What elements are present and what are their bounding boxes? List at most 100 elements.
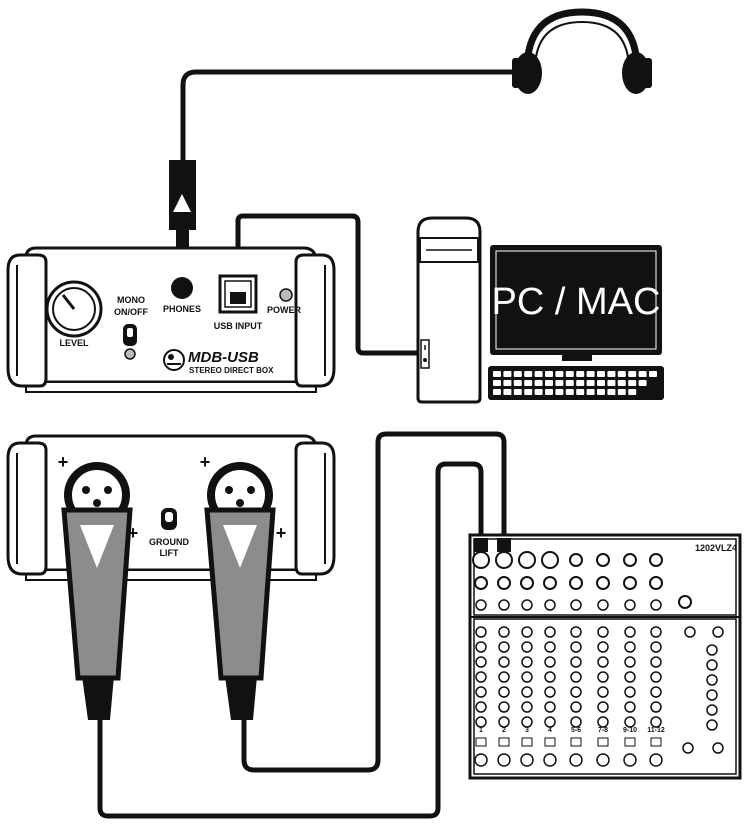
- mixer-line-jack-icon: [596, 576, 610, 590]
- keyboard-key: [607, 371, 616, 377]
- keyboard-key: [565, 380, 574, 386]
- keyboard-key: [503, 389, 512, 395]
- mixer-line-jack-icon: [520, 576, 534, 590]
- mixer-gain-knob-icon: [650, 599, 662, 611]
- mixer-channel-knob-icon: [597, 716, 609, 728]
- mixer-channel-knob-icon: [650, 671, 662, 683]
- power-label: POWER: [267, 305, 302, 315]
- keyboard-key: [638, 371, 647, 377]
- mixer-channel-knob-icon: [498, 641, 510, 653]
- mixer-line-jack-icon: [569, 576, 583, 590]
- keyboard-key: [545, 371, 553, 377]
- keyboard-key: [628, 371, 637, 377]
- mixer-channel-knob-icon: [624, 626, 636, 638]
- mixer-channel-knob-icon: [624, 716, 636, 728]
- mixer-channel-knob-icon: [597, 656, 609, 668]
- mixer-channel-knob-icon: [521, 671, 533, 683]
- keyboard-key: [586, 389, 595, 395]
- keyboard-key: [649, 371, 657, 377]
- mixer-channel-button-icon: [597, 737, 609, 747]
- phones-jack-icon: [171, 277, 193, 299]
- mixer-input-jack-icon: [569, 553, 583, 567]
- mixer-input-jack-icon: [541, 551, 559, 569]
- mixer-input-jack-icon: [472, 551, 490, 569]
- xlr-arrow-icon: [80, 525, 114, 568]
- mixer-channel-knob-icon: [475, 686, 487, 698]
- mixer-level-knob-icon: [596, 753, 610, 767]
- mixer-channel-knob-icon: [597, 686, 609, 698]
- mixer-channel-knob-icon: [475, 716, 487, 728]
- mixer-channel-knob-icon: [624, 701, 636, 713]
- mixer-channel-knob-icon: [544, 701, 556, 713]
- mono-label-line2: ON/OFF: [114, 307, 148, 317]
- mixer-channel-knob-icon: [544, 716, 556, 728]
- mixer-channel-number: 1: [479, 727, 483, 734]
- mixer-input-jack-icon: [623, 553, 637, 567]
- keyboard-key: [513, 389, 522, 395]
- keyboard-key: [555, 389, 564, 395]
- monitor-icon: [490, 245, 662, 361]
- mixer-master-knob-icon: [706, 704, 718, 716]
- keyboard-key: [586, 380, 595, 386]
- mixer-channel-number: 11-12: [647, 727, 665, 734]
- mixer-master-knob-icon: [706, 719, 718, 731]
- keyboard-key: [597, 380, 605, 386]
- keyboard-key: [565, 371, 574, 377]
- mixer-channel-button-icon: [624, 737, 636, 747]
- mixer-line-jack-icon: [474, 576, 488, 590]
- mixer-channel-knob-icon: [521, 701, 533, 713]
- mixer-channel-knob-icon: [570, 671, 582, 683]
- mono-led-icon: [124, 348, 136, 360]
- keyboard-key: [565, 389, 574, 395]
- ground-lift-label-line1: GROUND: [149, 537, 189, 547]
- keyboard-key: [576, 371, 585, 377]
- keyboard-key: [493, 371, 501, 377]
- mixer-channel-knob-icon: [521, 641, 533, 653]
- mixer-channel-knob-icon: [570, 626, 582, 638]
- mixer-gain-knob-icon: [597, 599, 609, 611]
- power-led-icon: [279, 288, 293, 302]
- mixer-level-knob-icon: [623, 753, 637, 767]
- keyboard-key: [555, 371, 564, 377]
- mixer-master-knob-icon: [712, 626, 724, 638]
- plug-arrow-icon: [173, 194, 191, 212]
- mixer-channel-knob-icon: [597, 701, 609, 713]
- mixer-channel-button-icon: [544, 737, 556, 747]
- mixer-master-knob-icon: [706, 674, 718, 686]
- mixer-channel-knob-icon: [475, 656, 487, 668]
- mixer-channel-knob-icon: [498, 701, 510, 713]
- keyboard-key: [586, 371, 595, 377]
- xlr-connector-right: [204, 462, 276, 720]
- mixer-channel-knob-icon: [650, 701, 662, 713]
- mixer-gain-knob-icon: [521, 599, 533, 611]
- logo-model-text: MDB-USB: [188, 349, 259, 366]
- mixer-channel-knob-icon: [475, 701, 487, 713]
- keyboard-key: [524, 371, 533, 377]
- keyboard-key: [628, 389, 637, 395]
- mixer-channel-knob-icon: [498, 686, 510, 698]
- mono-label-line1: MONO: [117, 295, 145, 305]
- mixer-channel-knob-icon: [544, 626, 556, 638]
- keyboard-key: [534, 371, 543, 377]
- ground-lift-label-line2: LIFT: [160, 548, 179, 558]
- xlr-arrow-icon: [223, 525, 257, 568]
- keyboard-key: [607, 380, 616, 386]
- mackie-logo: [163, 349, 185, 371]
- keyboard-key: [513, 371, 522, 377]
- mixer-input-jack-icon: [649, 553, 663, 567]
- mixer-line-jack-icon: [497, 576, 511, 590]
- plus-mark-4: +: [276, 523, 287, 543]
- mixer-channel-knob-icon: [650, 626, 662, 638]
- mixer-channel-knob-icon: [475, 671, 487, 683]
- usb-cable: [235, 213, 418, 356]
- xlr-cable-left: [97, 461, 484, 819]
- mixer-channel-knob-icon: [498, 716, 510, 728]
- mixer-channel-knob-icon: [624, 656, 636, 668]
- mixer-master-knob-icon: [706, 659, 718, 671]
- mixer-phones-jack-icon: [678, 595, 692, 609]
- direct-box-top: [6, 246, 336, 393]
- mixer-channel-button-icon: [475, 737, 487, 747]
- tower-computer-icon: [416, 216, 482, 404]
